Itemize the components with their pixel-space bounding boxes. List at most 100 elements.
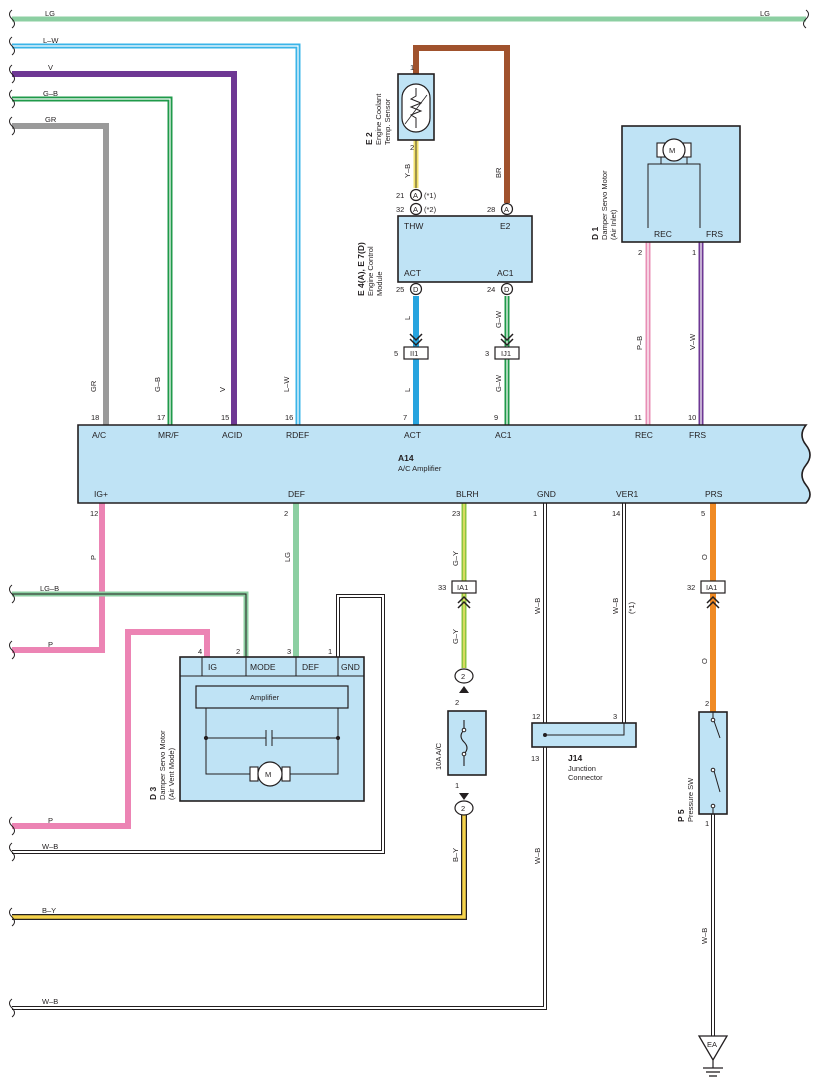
- ecm-e2: E2: [500, 221, 511, 231]
- a14-bottom-pin-1: 1: [533, 509, 537, 518]
- a14-code: A14: [398, 453, 414, 463]
- engine-coolant-temp-sensor: [397, 73, 435, 141]
- d3-gnd: GND: [341, 662, 360, 672]
- ac-amplifier-box: [77, 424, 811, 504]
- a14-top-pin-15: 15: [221, 413, 229, 422]
- ecm-pin28: 28: [487, 205, 495, 214]
- wire-label-gw-lower: G–W: [494, 374, 503, 392]
- wire-label-wb-left1: W–B: [42, 842, 58, 851]
- connector-ia1-right-label: IA1: [706, 583, 717, 592]
- chevrons-ecm: [409, 333, 514, 347]
- a14-top-pin-9: 9: [494, 413, 498, 422]
- d3-pin4: 4: [198, 647, 202, 656]
- e2-pin2: 2: [410, 143, 414, 152]
- wire-label-wb-gnd2: W–B: [533, 848, 542, 864]
- fuse-arrow-bottom: [459, 793, 469, 800]
- ecm-note2: (*2): [424, 205, 437, 214]
- wire-p-damper: [12, 629, 210, 829]
- wire-label-l-upper: L: [403, 316, 412, 320]
- connector-ia1-left-label: IA1: [457, 583, 468, 592]
- j14-code: J14: [568, 753, 582, 763]
- wire-label-by: B–Y: [451, 848, 460, 862]
- wire-label-lw-top: L–W: [43, 36, 59, 45]
- ecm-pin21: 21: [396, 191, 404, 200]
- wire-label-lw: L–W: [282, 376, 291, 392]
- d3-amplifier-block: [195, 685, 349, 709]
- wire-lgb: [12, 591, 249, 657]
- wire-label-lgb: LG–B: [40, 584, 59, 593]
- d3-mode: MODE: [250, 662, 276, 672]
- wire-wb-ver1: [545, 503, 626, 737]
- wire-label-yb: Y–B: [403, 164, 412, 178]
- fuse-conn-top-label: 2: [461, 672, 465, 681]
- connector-ij1-pin: 3: [485, 349, 489, 358]
- wire-label-gy-lower: G–Y: [451, 629, 460, 644]
- wire-label-wb-prs: W–B: [700, 928, 709, 944]
- wire-label-lg-def: LG: [283, 552, 292, 562]
- ecm-conn-a2: A: [413, 205, 418, 214]
- d1-pin1: 1: [692, 248, 696, 257]
- wire-label-gy-upper: G–Y: [451, 551, 460, 566]
- a14-top-pin-11: 11: [634, 413, 642, 422]
- a14-top-label-1: MR/F: [158, 430, 179, 440]
- a14-bottom-label-0: IG+: [94, 489, 108, 499]
- fuse-arrow-top: [459, 686, 469, 693]
- wire-gr: [12, 123, 109, 425]
- fuse-conn-bottom-label: 2: [461, 804, 465, 813]
- d1-name2: (Air Inlet): [609, 209, 618, 240]
- ecm-note1: (*1): [424, 191, 437, 200]
- j14-pin3: 3: [613, 712, 617, 721]
- a14-top-pin-18: 18: [91, 413, 99, 422]
- wire-label-l-lower: L: [403, 388, 412, 392]
- wire-label-lg-right: LG: [760, 9, 770, 18]
- wire-lw: [12, 43, 301, 425]
- d3-ig: IG: [208, 662, 217, 672]
- ecm-name1: Engine Control: [366, 246, 375, 296]
- wire-wb-gnd: [12, 503, 547, 1010]
- a14-top-label-6: REC: [635, 430, 653, 440]
- d1-name1: Damper Servo Motor: [600, 170, 609, 240]
- chevrons-ia1: [457, 595, 720, 609]
- a14-top-pin-7: 7: [403, 413, 407, 422]
- d3-pin1: 1: [328, 647, 332, 656]
- fuse-conn-top: [454, 668, 474, 684]
- wire-label-p-ig: P: [89, 555, 98, 560]
- left-break-marks: [9, 9, 809, 1018]
- wire-label-pb: P–B: [635, 336, 644, 350]
- wire-label-gb-top: G–B: [43, 89, 58, 98]
- p5-name: Pressure SW: [686, 777, 695, 822]
- wire-label-v-top: V: [48, 63, 53, 72]
- ecm-pin32: 32: [396, 205, 404, 214]
- p5-code: P 5: [676, 809, 686, 822]
- ecm-conn-a3: A: [504, 205, 509, 214]
- connector-ia1-left-pin: 33: [438, 583, 446, 592]
- d3-motor-icon: [249, 761, 291, 787]
- pressure-switch-contacts: [710, 712, 721, 814]
- ver1-note: (*1): [627, 601, 636, 614]
- ecm-pin24: 24: [487, 285, 495, 294]
- e2-name2: Temp. Sensor: [383, 98, 392, 145]
- wire-label-gr: GR: [89, 380, 98, 392]
- p5-pin2: 2: [705, 699, 709, 708]
- a14-bottom-label-4: VER1: [616, 489, 638, 499]
- d3-amplifier-label: Amplifier: [250, 693, 280, 702]
- wire-gb: [12, 96, 173, 425]
- ecm-pin25: 25: [396, 285, 404, 294]
- ground-label: EA: [707, 1040, 717, 1049]
- wire-label-gb: G–B: [153, 377, 162, 392]
- a14-top-pin-17: 17: [157, 413, 165, 422]
- ecm-ac1: AC1: [497, 268, 514, 278]
- a14-top-label-4: ACT: [404, 430, 421, 440]
- a14-top-label-0: A/C: [92, 430, 106, 440]
- ecm-name2: Module: [375, 271, 384, 296]
- j14-name2: Connector: [568, 773, 603, 782]
- a14-name: A/C Amplifier: [398, 464, 442, 473]
- wire-label-wb-left2: W–B: [42, 997, 58, 1006]
- wire-label-by-left: B–Y: [42, 906, 56, 915]
- ecm-act: ACT: [404, 268, 421, 278]
- connector-ii1-label: II1: [410, 349, 418, 358]
- a14-bottom-pin-5: 5: [701, 509, 705, 518]
- e2-code: E 2: [364, 132, 374, 145]
